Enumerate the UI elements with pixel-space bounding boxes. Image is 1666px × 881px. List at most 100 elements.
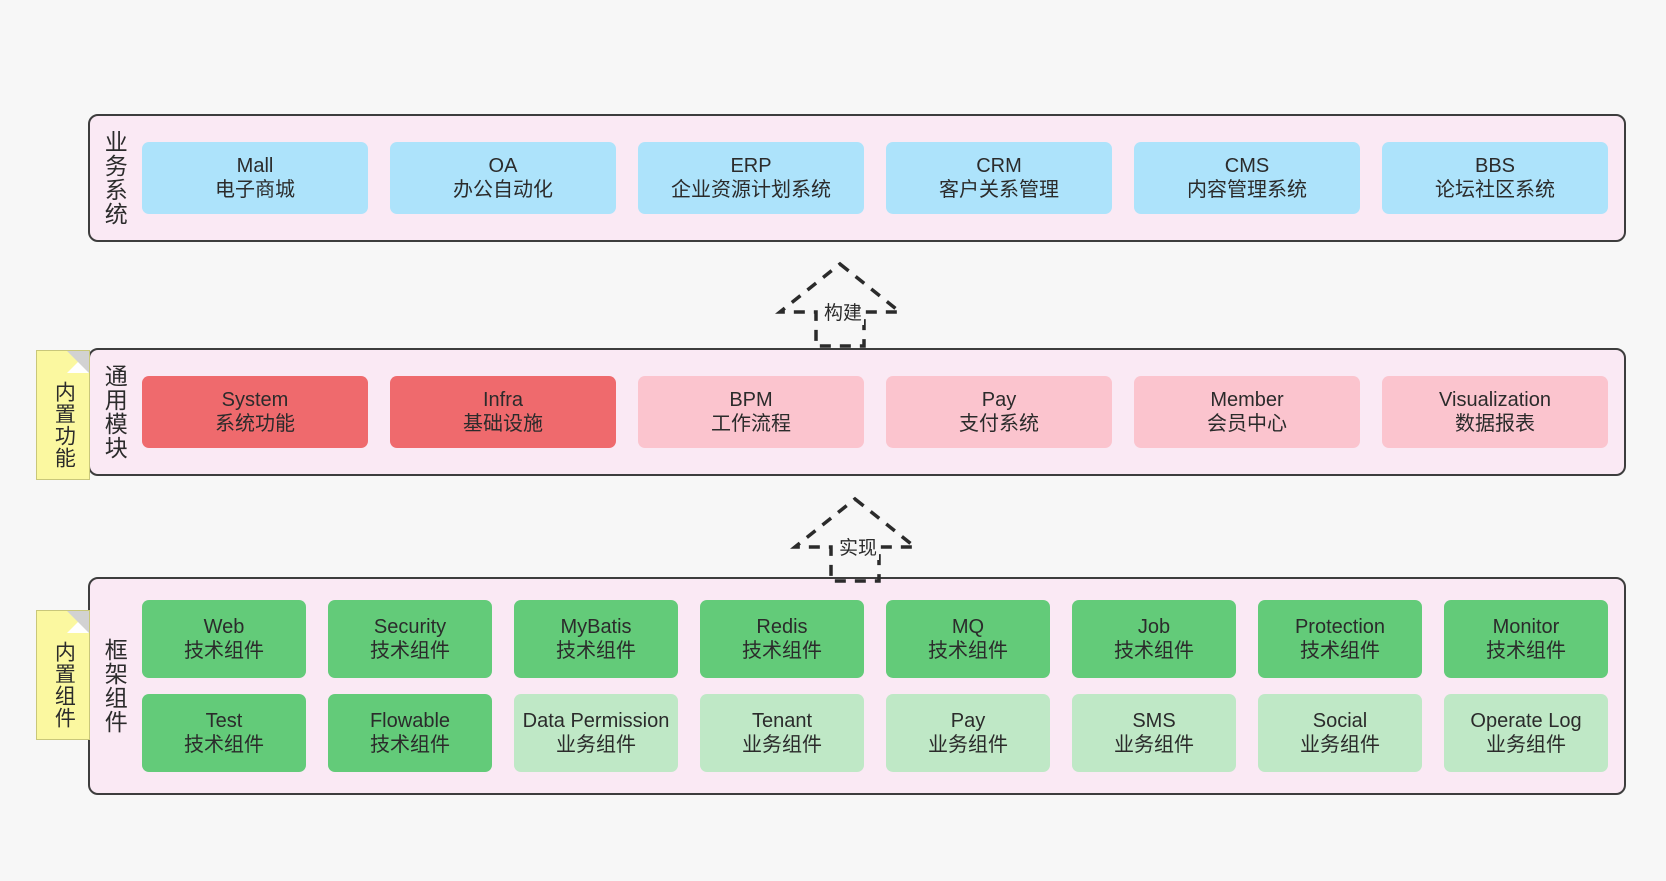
card-redis[interactable]: Redis 技术组件 — [700, 600, 864, 678]
card-title: Web — [203, 615, 245, 638]
card-monitor[interactable]: Monitor 技术组件 — [1444, 600, 1608, 678]
dashed-up-arrow-icon — [775, 261, 905, 348]
card-web[interactable]: Web 技术组件 — [142, 600, 306, 678]
card-cms[interactable]: CMS 内容管理系统 — [1134, 142, 1360, 214]
dashed-up-arrow-icon — [790, 496, 920, 583]
card-title: Pay — [981, 388, 1017, 411]
card-title: Test — [205, 709, 243, 732]
business-systems-row: Mall 电子商城 OA 办公自动化 ERP 企业资源计划系统 CRM 客户关系… — [142, 142, 1608, 214]
common-modules-row: System 系统功能 Infra 基础设施 BPM 工作流程 Pay 支付系统… — [142, 376, 1608, 448]
card-pay-module[interactable]: Pay 支付系统 — [886, 376, 1112, 448]
card-member[interactable]: Member 会员中心 — [1134, 376, 1360, 448]
card-data-permission[interactable]: Data Permission 业务组件 — [514, 694, 678, 772]
card-flowable[interactable]: Flowable 技术组件 — [328, 694, 492, 772]
card-title: BPM — [729, 388, 773, 411]
card-title: MyBatis — [560, 615, 632, 638]
card-title: Operate Log — [1470, 709, 1582, 732]
framework-components-label: 框架组件 — [101, 638, 128, 734]
note-builtin-function-text: 内置功能 — [52, 381, 76, 469]
card-subtitle: 业务组件 — [1486, 734, 1566, 756]
card-subtitle: 论坛社区系统 — [1435, 179, 1555, 201]
card-subtitle: 会员中心 — [1207, 413, 1287, 435]
card-subtitle: 业务组件 — [742, 734, 822, 756]
card-title: Monitor — [1492, 615, 1560, 638]
card-title: Job — [1137, 615, 1171, 638]
card-title: ERP — [730, 154, 772, 177]
card-title: Pay — [950, 709, 986, 732]
note-builtin-component: 内置组件 — [36, 610, 90, 740]
card-title: Mall — [236, 154, 274, 177]
card-title: Security — [373, 615, 447, 638]
card-title: System — [221, 388, 289, 411]
card-title: BBS — [1474, 154, 1516, 177]
card-bbs[interactable]: BBS 论坛社区系统 — [1382, 142, 1608, 214]
card-mybatis[interactable]: MyBatis 技术组件 — [514, 600, 678, 678]
implement-arrow-label: 实现 — [837, 533, 880, 560]
card-subtitle: 技术组件 — [556, 640, 636, 662]
card-sms[interactable]: SMS 业务组件 — [1072, 694, 1236, 772]
card-tenant[interactable]: Tenant 业务组件 — [700, 694, 864, 772]
card-crm[interactable]: CRM 客户关系管理 — [886, 142, 1112, 214]
card-oa[interactable]: OA 办公自动化 — [390, 142, 616, 214]
card-title: Member — [1210, 388, 1284, 411]
card-title: SMS — [1132, 709, 1176, 732]
card-subtitle: 客户关系管理 — [939, 179, 1059, 201]
card-subtitle: 支付系统 — [959, 413, 1039, 435]
card-subtitle: 技术组件 — [1300, 640, 1380, 662]
card-mall[interactable]: Mall 电子商城 — [142, 142, 368, 214]
card-title: Infra — [482, 388, 524, 411]
card-subtitle: 电子商城 — [215, 179, 295, 201]
card-visualization[interactable]: Visualization 数据报表 — [1382, 376, 1608, 448]
build-arrow-label: 构建 — [822, 298, 865, 325]
business-systems-section: 业务系统 Mall 电子商城 OA 办公自动化 ERP 企业资源计划系统 CRM… — [88, 114, 1626, 242]
card-title: Tenant — [751, 709, 813, 732]
card-subtitle: 基础设施 — [463, 413, 543, 435]
card-job[interactable]: Job 技术组件 — [1072, 600, 1236, 678]
card-title: Redis — [756, 615, 808, 638]
card-security[interactable]: Security 技术组件 — [328, 600, 492, 678]
card-operate-log[interactable]: Operate Log 业务组件 — [1444, 694, 1608, 772]
card-subtitle: 数据报表 — [1455, 413, 1535, 435]
card-title: Social — [1312, 709, 1368, 732]
card-social[interactable]: Social 业务组件 — [1258, 694, 1422, 772]
card-title: MQ — [951, 615, 985, 638]
card-subtitle: 业务组件 — [1114, 734, 1194, 756]
note-builtin-component-text: 内置组件 — [52, 641, 76, 729]
card-subtitle: 技术组件 — [184, 640, 264, 662]
card-test[interactable]: Test 技术组件 — [142, 694, 306, 772]
card-subtitle: 系统功能 — [215, 413, 295, 435]
card-subtitle: 技术组件 — [742, 640, 822, 662]
card-subtitle: 技术组件 — [370, 640, 450, 662]
card-subtitle: 工作流程 — [711, 413, 791, 435]
card-title: OA — [488, 154, 518, 177]
card-erp[interactable]: ERP 企业资源计划系统 — [638, 142, 864, 214]
card-subtitle: 技术组件 — [1114, 640, 1194, 662]
card-bpm[interactable]: BPM 工作流程 — [638, 376, 864, 448]
card-subtitle: 办公自动化 — [453, 179, 553, 201]
card-title: Flowable — [369, 709, 451, 732]
card-mq[interactable]: MQ 技术组件 — [886, 600, 1050, 678]
framework-components-section: 框架组件 Web 技术组件 Security 技术组件 MyBatis 技术组件… — [88, 577, 1626, 795]
card-infra[interactable]: Infra 基础设施 — [390, 376, 616, 448]
business-systems-body: Mall 电子商城 OA 办公自动化 ERP 企业资源计划系统 CRM 客户关系… — [138, 116, 1624, 240]
card-subtitle: 技术组件 — [1486, 640, 1566, 662]
build-generalization-arrow: 构建 — [760, 258, 920, 350]
implement-generalization-arrow: 实现 — [775, 493, 935, 585]
framework-components-body: Web 技术组件 Security 技术组件 MyBatis 技术组件 Redi… — [138, 579, 1624, 793]
card-subtitle: 技术组件 — [370, 734, 450, 756]
note-builtin-function: 内置功能 — [36, 350, 90, 480]
common-modules-label: 通用模块 — [101, 364, 128, 460]
card-subtitle: 业务组件 — [928, 734, 1008, 756]
common-modules-body: System 系统功能 Infra 基础设施 BPM 工作流程 Pay 支付系统… — [138, 350, 1624, 474]
card-title: Visualization — [1439, 388, 1551, 411]
card-subtitle: 业务组件 — [556, 734, 636, 756]
card-title: CMS — [1224, 154, 1270, 177]
card-pay-component[interactable]: Pay 业务组件 — [886, 694, 1050, 772]
card-system[interactable]: System 系统功能 — [142, 376, 368, 448]
business-systems-label: 业务系统 — [101, 130, 128, 226]
card-subtitle: 业务组件 — [1300, 734, 1380, 756]
card-title: Data Permission — [522, 709, 670, 732]
framework-row-business: Test 技术组件 Flowable 技术组件 Data Permission … — [142, 694, 1608, 772]
card-title: Protection — [1294, 615, 1386, 638]
card-protection[interactable]: Protection 技术组件 — [1258, 600, 1422, 678]
